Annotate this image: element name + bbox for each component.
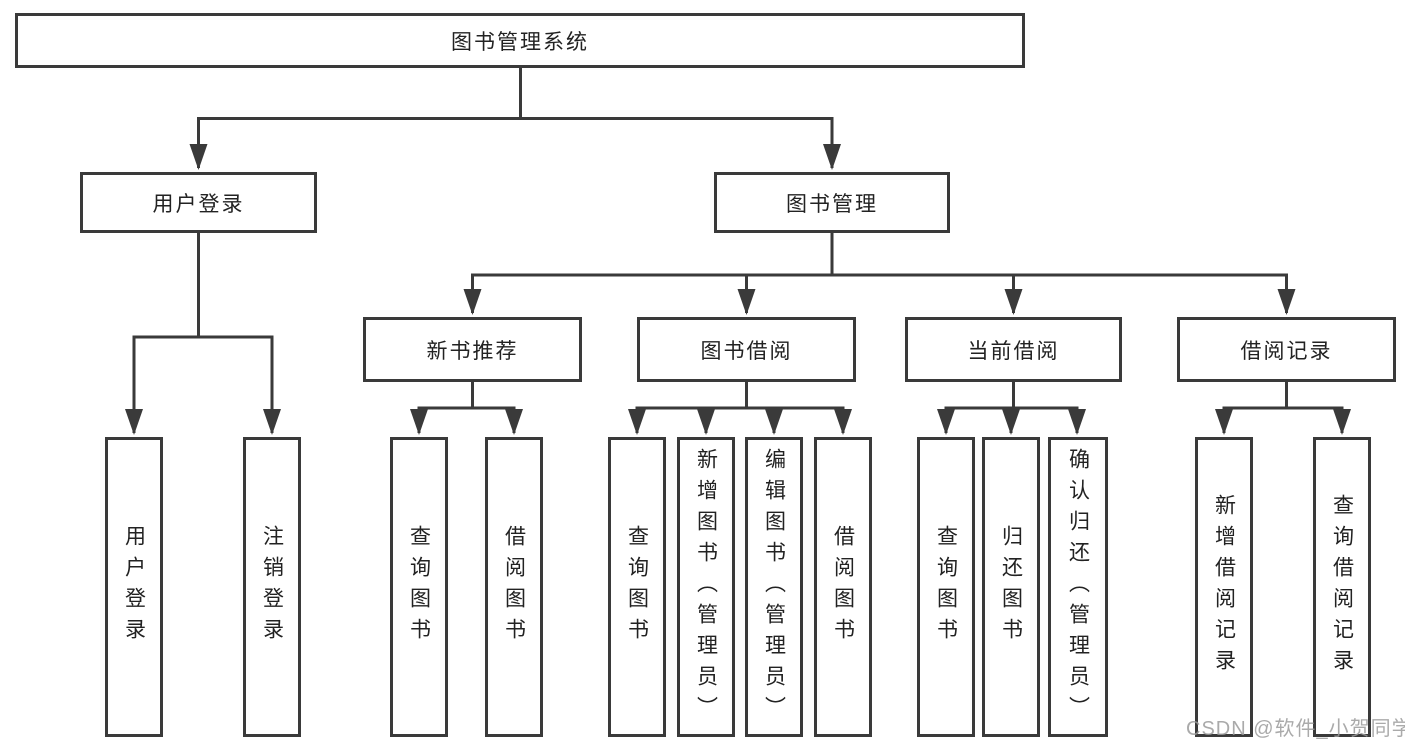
- node-book-borrowing: 图书借阅: [637, 317, 856, 382]
- leaf-query-books-current: 查询图书: [917, 437, 975, 737]
- leaf-user-login: 用户登录: [105, 437, 163, 737]
- leaf-query-borrow-record: 查询借阅记录: [1313, 437, 1371, 737]
- node-user-login: 用户登录: [80, 172, 317, 233]
- leaf-borrow-books-borrow: 借阅图书: [814, 437, 872, 737]
- leaf-add-books-admin: 新增图书（管理员）: [677, 437, 735, 737]
- leaf-query-books-borrow: 查询图书: [608, 437, 666, 737]
- leaf-add-borrow-record: 新增借阅记录: [1195, 437, 1253, 737]
- node-current-borrowing: 当前借阅: [905, 317, 1122, 382]
- leaf-confirm-return-admin: 确认归还（管理员）: [1048, 437, 1108, 737]
- node-library-management-system: 图书管理系统: [15, 13, 1025, 68]
- leaf-query-books-newbook: 查询图书: [390, 437, 448, 737]
- leaf-edit-books-admin: 编辑图书（管理员）: [745, 437, 803, 737]
- node-borrowing-records: 借阅记录: [1177, 317, 1396, 382]
- leaf-return-books: 归还图书: [982, 437, 1040, 737]
- node-new-book-recommendation: 新书推荐: [363, 317, 582, 382]
- watermark: CSDN @软件_小贺同学: [1186, 718, 1405, 740]
- leaf-borrow-books-newbook: 借阅图书: [485, 437, 543, 737]
- node-book-management: 图书管理: [714, 172, 950, 233]
- leaf-logout-login: 注销登录: [243, 437, 301, 737]
